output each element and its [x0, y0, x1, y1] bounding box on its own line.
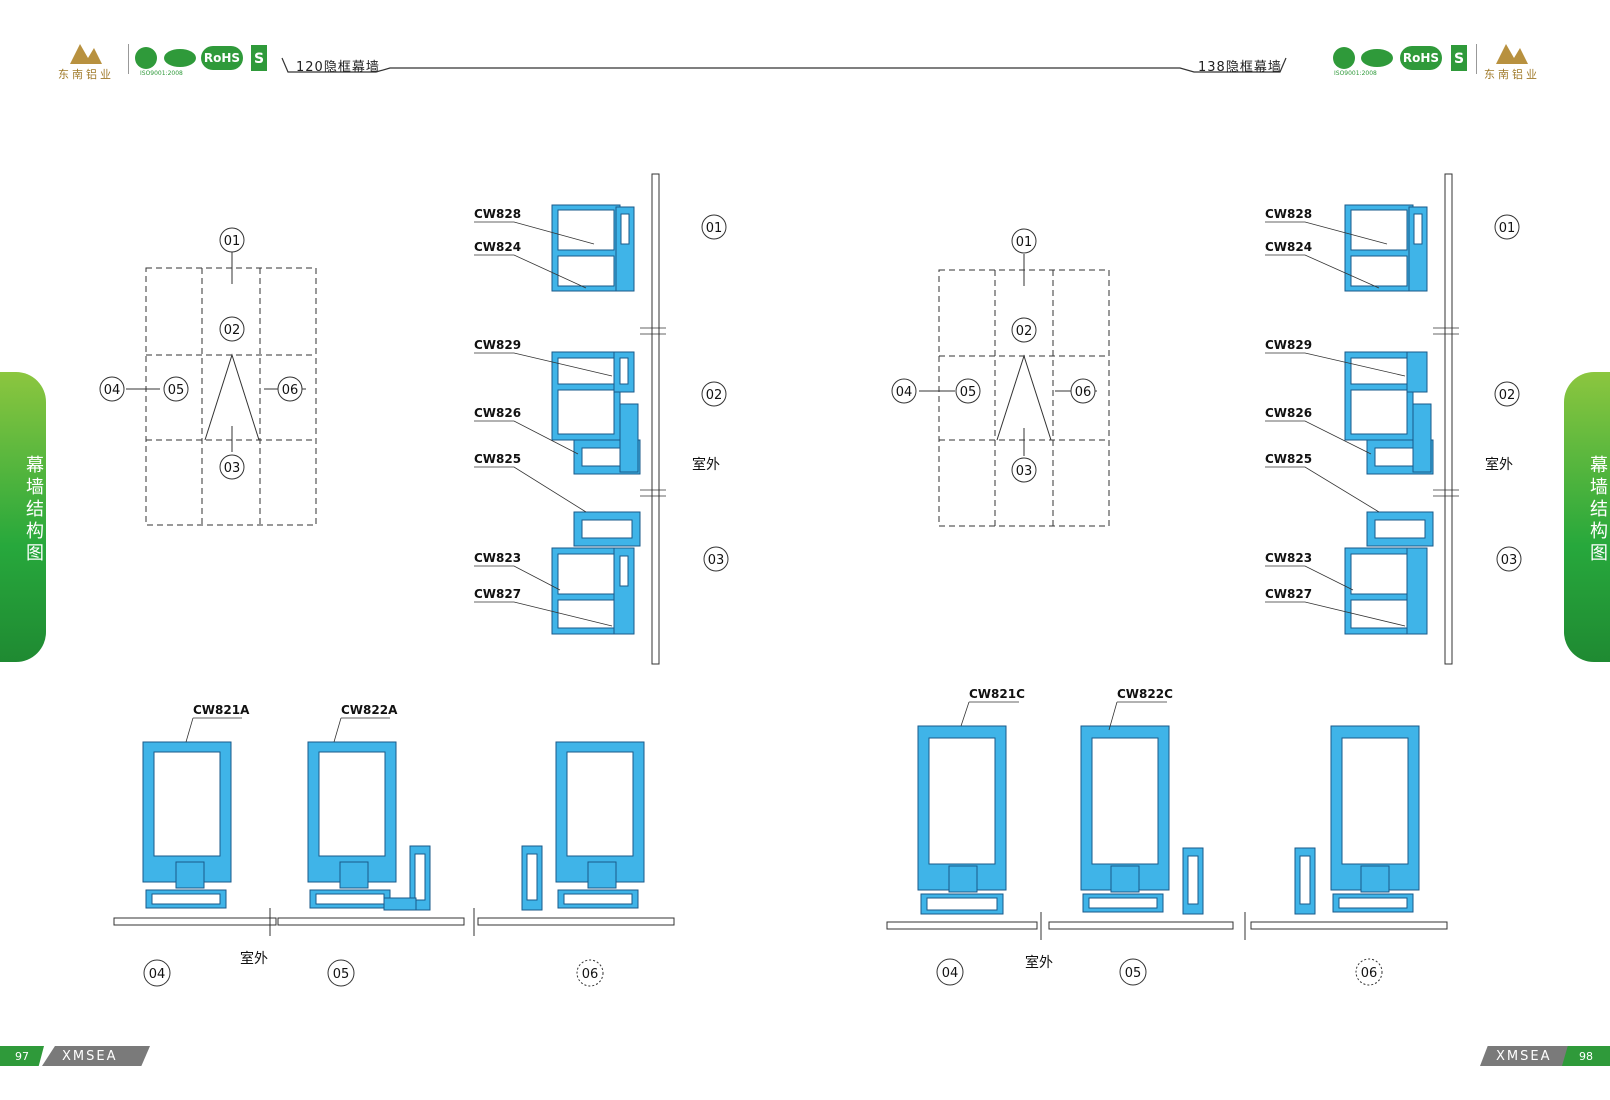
svg-text:05: 05: [960, 385, 977, 400]
svg-text:CW824: CW824: [1265, 240, 1312, 254]
iso-label: ISO9001:2008: [140, 70, 183, 77]
svg-text:CW826: CW826: [1265, 406, 1312, 420]
brand-name-left: 东南铝业: [58, 68, 114, 81]
svg-text:CW823: CW823: [474, 551, 521, 565]
svg-text:03: 03: [224, 461, 241, 476]
elevation-grid: [145, 267, 317, 526]
side-tab-right: [1564, 372, 1610, 662]
svg-text:04: 04: [149, 967, 166, 982]
svg-text:02: 02: [1016, 324, 1033, 339]
left-drawing: 01 02 03 04 05 06: [99, 173, 729, 987]
side-tab-right-text: 幕墙结构图: [1587, 455, 1608, 565]
svg-text:02: 02: [224, 323, 241, 338]
svg-text:CW829: CW829: [474, 338, 521, 352]
svg-text:CW828: CW828: [474, 207, 521, 221]
svg-text:室外: 室外: [1485, 456, 1513, 473]
quality-s-mark-icon: S: [251, 45, 267, 71]
right-drawing: 01 02 03 04 05 06: [886, 173, 1522, 986]
svg-text:06: 06: [282, 383, 299, 398]
svg-text:01: 01: [224, 234, 241, 249]
svg-text:04: 04: [896, 385, 913, 400]
svg-text:CW821C: CW821C: [969, 687, 1025, 701]
brand-name-right: 东南铝业: [1484, 68, 1540, 81]
left-footer-brand: XMSEA: [42, 1046, 150, 1066]
side-tab-left: [0, 372, 46, 662]
right-page-number: 98: [1562, 1046, 1610, 1066]
svg-text:01: 01: [706, 221, 723, 236]
svg-text:03: 03: [1016, 464, 1033, 479]
svg-text:CW821A: CW821A: [193, 703, 250, 717]
svg-text:06: 06: [1361, 966, 1378, 981]
svg-text:S: S: [254, 51, 264, 67]
horizontal-section-138: CW821C CW822C 04 05 06 室外: [886, 687, 1448, 986]
svg-text:CW822A: CW822A: [341, 703, 398, 717]
left-page-number: 97: [0, 1046, 44, 1066]
svg-text:CW827: CW827: [1265, 587, 1312, 601]
svg-text:CW829: CW829: [1265, 338, 1312, 352]
rohs-badge-right: RoHS: [1400, 46, 1442, 70]
right-footer-brand: XMSEA: [1480, 1046, 1576, 1066]
svg-text:06: 06: [1075, 385, 1092, 400]
header-rule: [281, 57, 1287, 73]
svg-text:CW827: CW827: [474, 587, 521, 601]
side-tab-left-text: 幕墙结构图: [23, 455, 44, 565]
svg-text:室外: 室外: [692, 456, 720, 473]
svg-text:06: 06: [582, 967, 599, 982]
svg-text:05: 05: [168, 383, 185, 398]
svg-text:CW824: CW824: [474, 240, 521, 254]
cnas-mark-icon: [164, 49, 196, 67]
svg-text:04: 04: [104, 383, 121, 398]
iso-label-right: ISO9001:2008: [1334, 70, 1377, 77]
cnas-mark-icon: [1361, 49, 1393, 67]
svg-text:05: 05: [1125, 966, 1142, 981]
svg-text:02: 02: [1499, 388, 1516, 403]
brand-logo-icon: [1496, 44, 1528, 64]
certification-mark-icon: [1333, 47, 1355, 69]
svg-text:CW828: CW828: [1265, 207, 1312, 221]
svg-text:室外: 室外: [1025, 954, 1053, 971]
grid-markers: 01 02 03 04 05 06: [99, 227, 303, 480]
svg-text:05: 05: [333, 967, 350, 982]
svg-text:CW826: CW826: [474, 406, 521, 420]
svg-text:CW825: CW825: [1265, 452, 1312, 466]
brand-logo-icon: [70, 44, 102, 64]
svg-text:S: S: [1454, 51, 1464, 67]
left-page-title: 120隐框幕墙: [296, 60, 380, 75]
vertical-section: CW828 CW824 CW829 CW826 CW825 CW823 CW82…: [474, 173, 729, 665]
quality-s-mark-icon: S: [1451, 45, 1467, 71]
certification-mark-icon: [135, 47, 157, 69]
svg-text:01: 01: [1016, 235, 1033, 250]
rohs-badge: RoHS: [201, 46, 243, 70]
svg-text:02: 02: [706, 388, 723, 403]
horizontal-section: CW821A CW822A 04 05 06 室外: [113, 703, 675, 987]
svg-text:CW822C: CW822C: [1117, 687, 1173, 701]
svg-text:04: 04: [942, 966, 959, 981]
svg-text:CW825: CW825: [474, 452, 521, 466]
right-page-title: 138隐框幕墙: [1198, 60, 1282, 75]
svg-text:01: 01: [1499, 221, 1516, 236]
svg-text:室外: 室外: [240, 950, 268, 967]
svg-text:03: 03: [1501, 553, 1518, 568]
svg-text:CW823: CW823: [1265, 551, 1312, 565]
svg-text:03: 03: [708, 553, 725, 568]
vertical-section-138: CW828 CW824 CW829 CW826 CW825 CW823 CW82…: [1265, 173, 1522, 665]
